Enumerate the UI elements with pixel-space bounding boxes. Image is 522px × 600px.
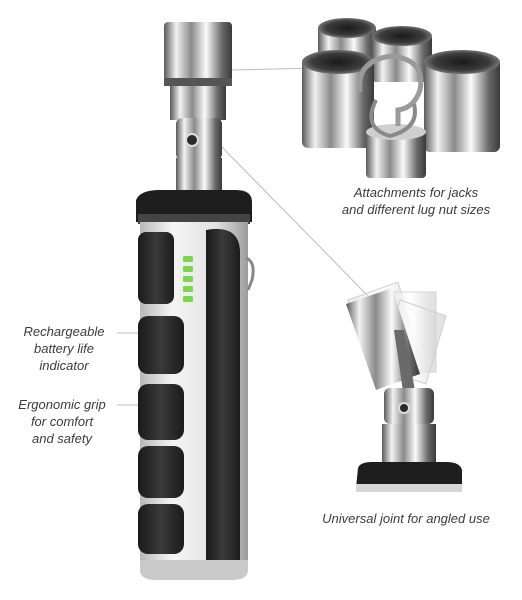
label-grip-line-1: Ergonomic grip <box>18 397 106 412</box>
tool-neck <box>170 86 226 120</box>
right-channel <box>206 228 240 569</box>
battery-led-segment <box>183 286 193 292</box>
main-tool <box>136 22 255 580</box>
grip-pad-1 <box>138 232 174 304</box>
label-joint: Universal joint for angled use <box>300 510 512 527</box>
battery-led-segment <box>183 266 193 272</box>
socket-front-right <box>424 50 500 152</box>
grip-pad-3 <box>138 384 184 440</box>
attachment-sockets <box>302 18 500 178</box>
label-joint-line-1: Universal joint for angled use <box>322 511 490 526</box>
grip-pad-4 <box>138 446 184 498</box>
battery-led-segment <box>183 276 193 282</box>
label-battery: Rechargeable battery life indicator <box>10 323 118 374</box>
label-grip: Ergonomic grip for comfort and safety <box>6 396 118 447</box>
grip-pad-2 <box>138 316 184 374</box>
top-socket <box>164 22 232 84</box>
hanger-hook <box>357 53 424 126</box>
label-attachments-line-1: Attachments for jacks <box>353 185 479 200</box>
battery-led-segment <box>183 296 193 302</box>
side-clip <box>245 256 255 291</box>
battery-life-indicator <box>183 256 193 302</box>
socket-front-left <box>302 50 374 148</box>
battery-led-segment <box>183 256 193 262</box>
label-grip-line-3: and safety <box>32 431 92 446</box>
label-battery-line-2: battery life <box>34 341 94 356</box>
universal-joint <box>176 118 222 160</box>
callout-line-joint <box>214 139 373 301</box>
universal-joint-detail <box>346 281 462 492</box>
label-attachments-line-2: and different lug nut sizes <box>341 202 491 217</box>
joint-base <box>356 462 462 488</box>
label-battery-line-1: Rechargeable <box>23 324 105 339</box>
label-grip-line-2: for comfort <box>30 414 94 429</box>
grip-pad-5 <box>138 504 184 554</box>
label-battery-line-3: indicator <box>39 358 89 373</box>
label-attachments: Attachments for jacks and different lug … <box>316 184 516 218</box>
socket-back-center <box>372 26 432 82</box>
